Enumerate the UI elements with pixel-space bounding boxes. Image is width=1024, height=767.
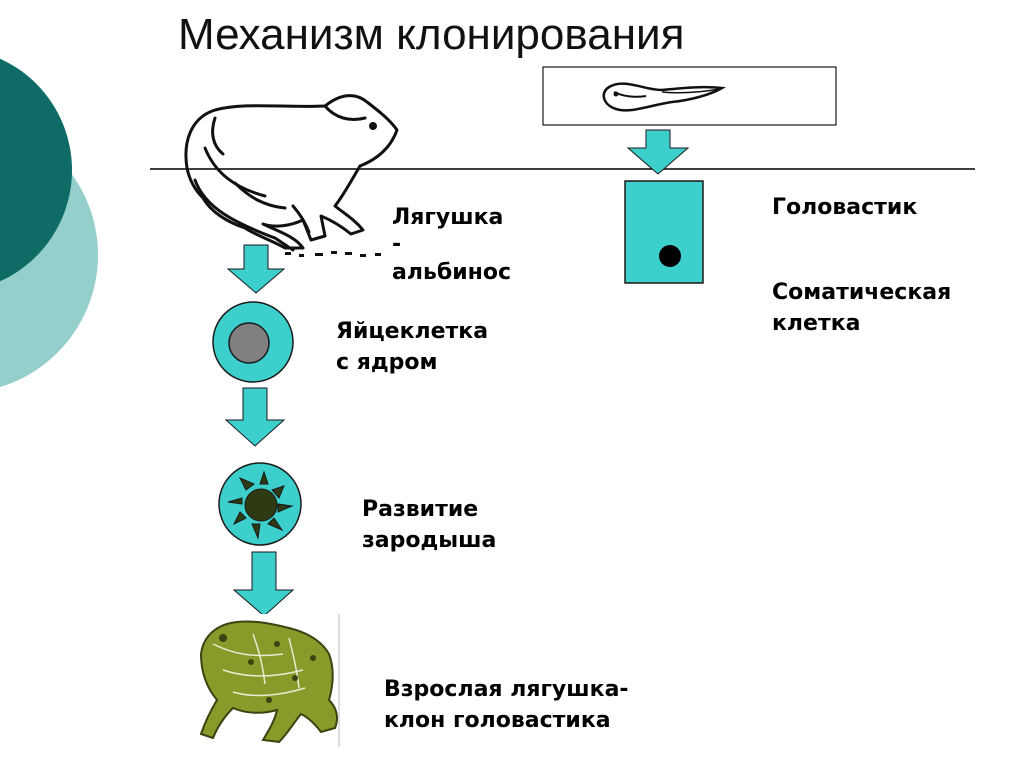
arrow-down-icon bbox=[228, 245, 288, 295]
arrow-down-icon bbox=[226, 388, 286, 448]
somatic-cell-image bbox=[624, 180, 706, 286]
tadpole-box bbox=[542, 66, 838, 128]
adult-frog-image bbox=[193, 614, 343, 749]
somatic-cell-label: Соматическая клетка bbox=[772, 277, 951, 339]
egg-nucleus bbox=[229, 323, 269, 363]
egg-cell-label: Яйцеклетка с ядром bbox=[336, 316, 488, 378]
decorative-circles bbox=[0, 0, 120, 420]
albino-frog-image bbox=[175, 88, 415, 263]
embryo-image bbox=[218, 462, 304, 548]
egg-cell-image bbox=[210, 300, 296, 386]
adult-frog-label: Взрослая лягушка- клон головастика bbox=[384, 674, 629, 736]
frog-albino-label: Лягушка - альбинос bbox=[392, 202, 511, 288]
page-title: Механизм клонирования bbox=[178, 10, 684, 60]
arrow-down-icon bbox=[234, 552, 296, 618]
embryo-label: Развитие зародыша bbox=[362, 494, 496, 556]
arrow-down-icon bbox=[628, 130, 692, 176]
tadpole-label: Головастик bbox=[772, 192, 917, 223]
somatic-nucleus bbox=[659, 245, 681, 267]
